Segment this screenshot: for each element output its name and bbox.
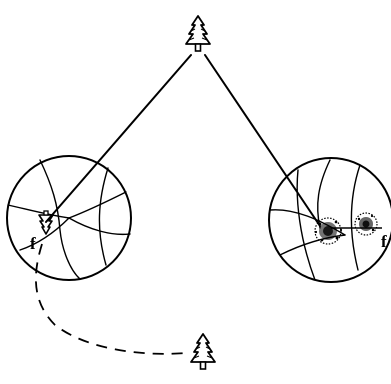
left-eye: f [6,155,132,281]
blur-spot-right [354,212,378,236]
left-eye-outline [6,155,132,281]
tree-icon-top [185,15,211,52]
right-eye-f-label: f [381,232,387,251]
ray-to-left-eye [45,54,192,223]
ray-to-right-eye [204,54,321,227]
left-eye-f-label: f [30,234,36,253]
dashed-projection-curve [35,243,187,355]
tree-icon-bottom [190,333,216,370]
right-eye-outline [268,157,391,283]
